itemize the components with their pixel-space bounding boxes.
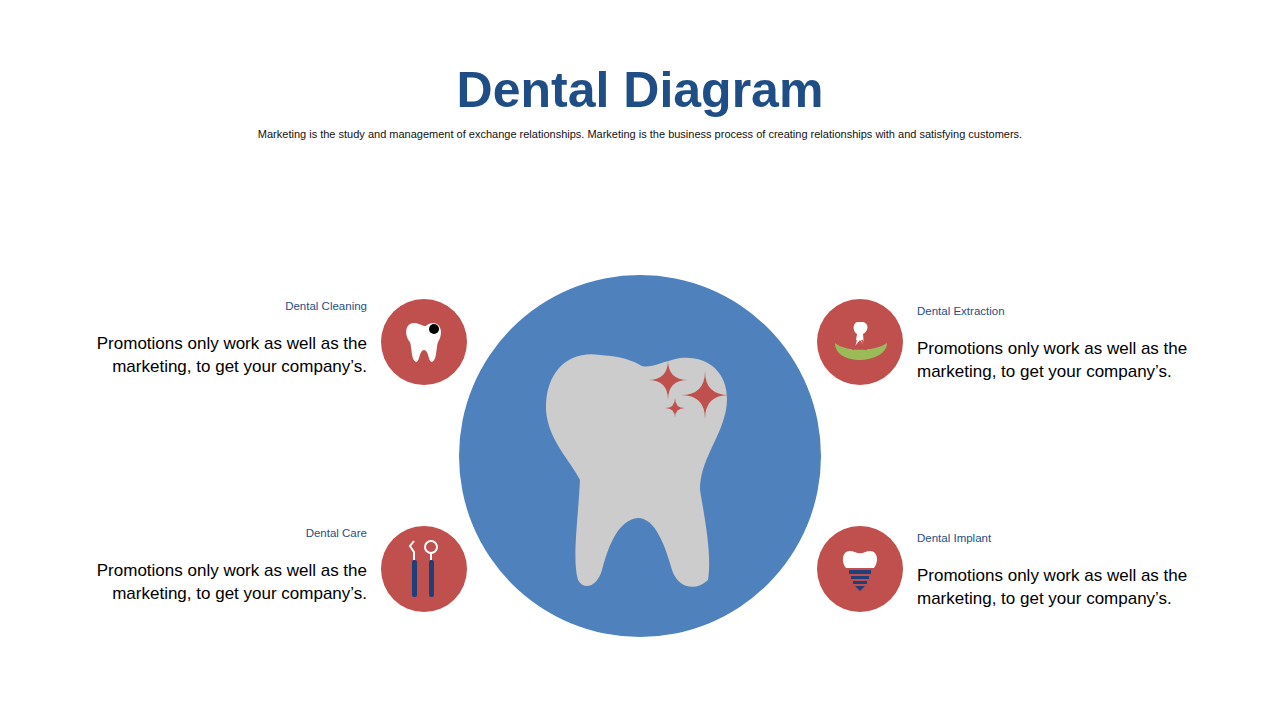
- blood-mark: [853, 340, 866, 350]
- item-description: Promotions only work as well as the mark…: [80, 332, 367, 378]
- service-item: Dental CleaningPromotions only work as w…: [80, 296, 480, 396]
- service-item: Dental CarePromotions only work as well …: [80, 523, 480, 623]
- implant-screw: [853, 581, 867, 584]
- sparkle: [681, 371, 729, 419]
- mirror-stem: [430, 553, 432, 560]
- icon-circle: [817, 299, 903, 385]
- tool-handle: [429, 560, 434, 597]
- gum-icon: [835, 343, 887, 360]
- dental-mirror: [425, 541, 437, 553]
- implant-screw: [851, 576, 869, 579]
- implant-crown: [843, 551, 877, 568]
- cavity-spot: [429, 324, 439, 334]
- diagram-title: Dental Diagram: [0, 58, 1280, 122]
- diagram-caption: Marketing is the study and management of…: [0, 127, 1280, 142]
- item-heading: Dental Cleaning: [80, 299, 367, 313]
- probe-tip: [410, 541, 414, 560]
- implant-screw: [849, 570, 871, 574]
- item-heading: Dental Care: [80, 526, 367, 540]
- center-circle: [459, 275, 821, 637]
- item-description: Promotions only work as well as the mark…: [80, 559, 367, 605]
- service-item: Dental ImplantPromotions only work as we…: [800, 527, 1220, 627]
- item-description: Promotions only work as well as the mark…: [917, 564, 1207, 610]
- item-heading: Dental Implant: [917, 531, 1207, 545]
- icon-circle: [381, 299, 467, 385]
- sparkle: [665, 398, 685, 418]
- tool-handle: [412, 560, 417, 597]
- service-item: Dental ExtractionPromotions only work as…: [800, 300, 1220, 400]
- sparkle: [648, 360, 688, 400]
- item-heading: Dental Extraction: [917, 304, 1207, 318]
- item-description: Promotions only work as well as the mark…: [917, 337, 1207, 383]
- tooth-icon: [406, 323, 441, 362]
- icon-circle: [381, 526, 467, 612]
- implant-screw: [855, 586, 865, 591]
- icon-circle: [817, 526, 903, 612]
